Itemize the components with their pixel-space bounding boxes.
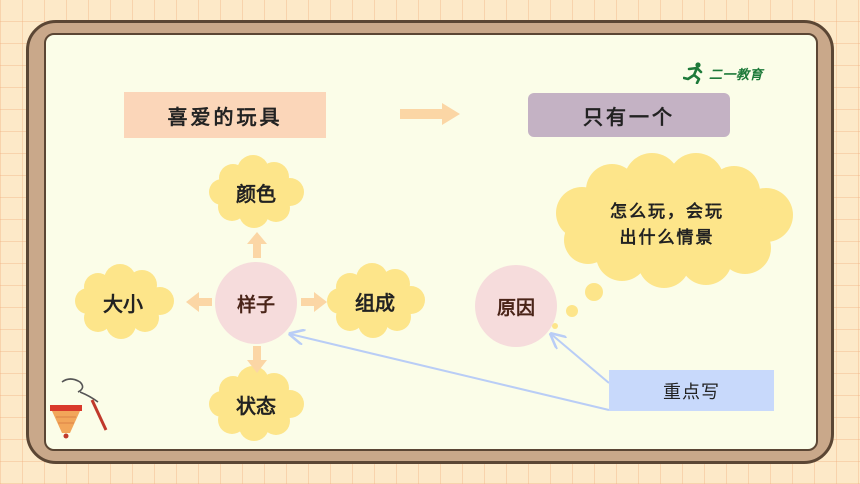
pointer-line-appearance (290, 334, 610, 411)
arrow-up-icon (247, 232, 267, 258)
right-arrow-icon (400, 103, 460, 125)
thought-line-2: 出什么情景 (619, 228, 715, 248)
arrow-left-icon (186, 292, 212, 312)
logo-text: 二一教育 (709, 67, 764, 83)
cloud-shape-right (327, 263, 425, 338)
thought-line-1: 怎么玩，会玩 (610, 202, 724, 222)
spinning-top-icon (50, 378, 108, 439)
center-circle (215, 262, 297, 344)
reason-label: 原因 (496, 296, 535, 319)
appearance-label: 样子 (236, 293, 275, 316)
size-label: 大小 (103, 291, 143, 316)
focus-box: 重点写 (609, 370, 774, 411)
runner-icon (683, 62, 703, 84)
favorite-toy-box: 喜爱的玩具 (124, 92, 326, 138)
cloud-shape-left (75, 264, 174, 339)
only-one-box: 只有一个 (528, 93, 730, 137)
color-label: 颜色 (236, 181, 276, 206)
brand-logo: 二一教育 (683, 60, 783, 86)
pointer-line-reason (551, 334, 610, 384)
arrow-down-icon (247, 346, 267, 373)
thought-bubble (552, 153, 793, 329)
thought-text: 怎么玩，会玩 出什么情景 (580, 196, 754, 254)
arrow-right-icon (301, 292, 327, 312)
reason-circle (475, 265, 557, 347)
state-label: 状态 (236, 393, 276, 418)
cloud-shape-top (209, 155, 304, 228)
composition-label: 组成 (355, 290, 395, 315)
cloud-shape-bottom (209, 366, 304, 441)
